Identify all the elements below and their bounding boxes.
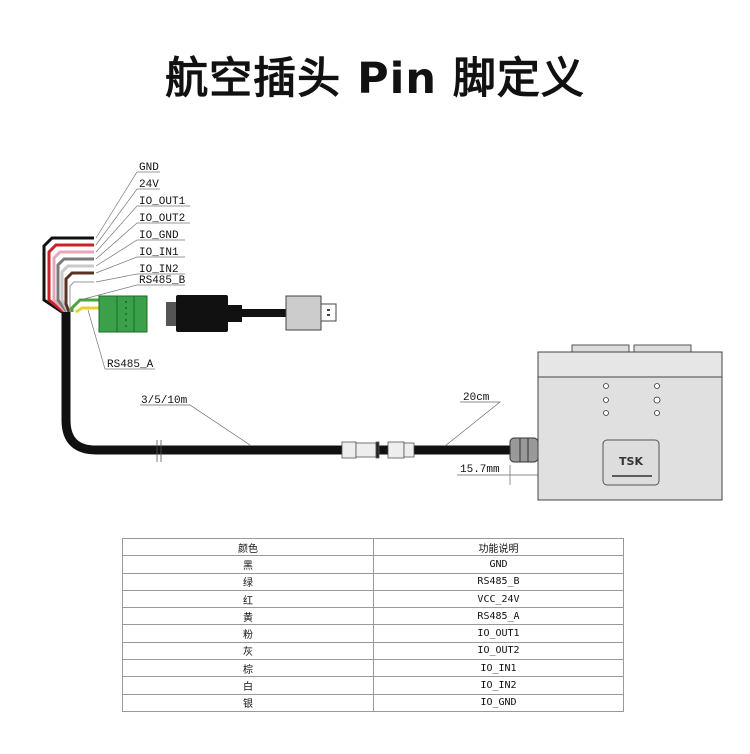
function-cell: IO_GND: [373, 693, 624, 712]
color-cell: 绿: [122, 572, 374, 591]
cable-break-mark: [156, 440, 162, 462]
label-io-out1: IO_OUT1: [139, 196, 186, 208]
color-cell: 银: [122, 693, 374, 712]
usb-adapter: [166, 295, 337, 332]
color-cell: 黑: [122, 555, 374, 574]
gland-dimension-label: 15.7mm: [460, 464, 500, 476]
inline-connector: [341, 441, 415, 459]
logo-plate: [602, 439, 660, 486]
wire-bundle: [42, 236, 100, 314]
cable-diagram: GND 24V IO_OUT1 IO_OUT2 IO_GND IO_IN1 IO…: [42, 162, 723, 501]
label-rs485-b: RS485_B: [139, 275, 186, 287]
label-io-out2: IO_OUT2: [139, 213, 185, 225]
function-cell: VCC_24V: [373, 589, 624, 609]
cable-gland: [509, 437, 539, 463]
function-cell: GND: [373, 555, 624, 574]
color-cell: 灰: [122, 641, 374, 661]
wire-labels: GND 24V IO_OUT1 IO_OUT2 IO_GND IO_IN1 IO…: [107, 162, 186, 371]
label-io-in1: IO_IN1: [139, 247, 179, 259]
function-cell: IO_OUT2: [373, 641, 624, 661]
leader-lines: [79, 171, 190, 370]
label-io-gnd: IO_GND: [139, 230, 179, 242]
short-leader: [444, 401, 501, 447]
led-indicators: [603, 383, 661, 416]
label-gnd: GND: [139, 162, 159, 174]
main-cable: [61, 312, 515, 455]
device-enclosure: TSK: [537, 344, 723, 501]
function-cell: RS485_B: [373, 572, 624, 591]
header-color: 颜色: [122, 537, 374, 557]
color-cell: 白: [122, 676, 374, 695]
terminal-block: [98, 295, 148, 333]
length-label: 3/5/10m: [141, 395, 188, 407]
function-cell: IO_OUT1: [373, 624, 624, 643]
color-cell: 棕: [122, 659, 374, 678]
table-header: 颜色 功能说明: [122, 537, 624, 557]
function-cell: RS485_A: [373, 607, 624, 626]
function-cell: IO_IN2: [373, 676, 624, 695]
color-cell: 红: [122, 589, 374, 609]
color-cell: 黄: [122, 607, 374, 626]
header-function: 功能说明: [373, 537, 624, 557]
label-24v: 24V: [139, 179, 159, 191]
length-leader: [140, 404, 251, 446]
label-io-in2: IO_IN2: [139, 264, 179, 276]
label-rs485-a: RS485_A: [107, 359, 154, 371]
function-cell: IO_IN1: [373, 659, 624, 678]
short-cable-label: 20cm: [463, 392, 490, 404]
page-title: 航空插头 Pin 脚定义: [165, 54, 585, 104]
color-cell: 粉: [122, 624, 374, 643]
brand-logo: TSK: [619, 455, 643, 468]
